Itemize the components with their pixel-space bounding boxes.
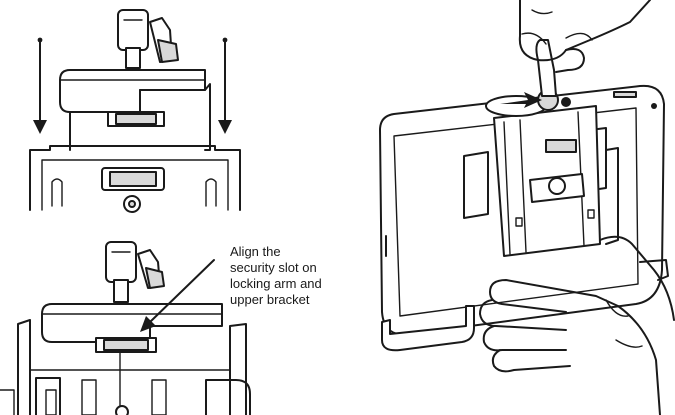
callout-line-1: Align the [230, 244, 281, 259]
callout-line-4: upper bracket [230, 292, 310, 307]
upper-bracket [29, 145, 241, 213]
locking-arm [41, 303, 223, 353]
upper-bracket [0, 319, 251, 415]
down-arrow-left [33, 37, 47, 134]
locking-arm [59, 69, 211, 151]
top-left-illustration [0, 0, 260, 215]
lock-top [485, 89, 571, 117]
bottom-cradle [381, 259, 669, 352]
callout-line-3: locking arm and [230, 276, 322, 291]
lock-insert-diagram [29, 9, 241, 213]
hand-holding-tablet [479, 235, 675, 415]
callout-line-2: security slot on [230, 260, 317, 275]
callout-text: Align the security slot on locking arm a… [230, 244, 380, 308]
hand-turning-key [518, 0, 651, 97]
down-arrow-right [218, 37, 232, 134]
tablet-lock-diagram [379, 0, 675, 415]
align-slot-diagram [0, 241, 251, 415]
bottom-left-illustration [0, 230, 270, 415]
key-icon [105, 241, 165, 303]
mount-bracket [493, 105, 601, 257]
callout-arrow [140, 259, 215, 332]
key-icon [117, 9, 179, 69]
right-illustration [370, 0, 675, 415]
